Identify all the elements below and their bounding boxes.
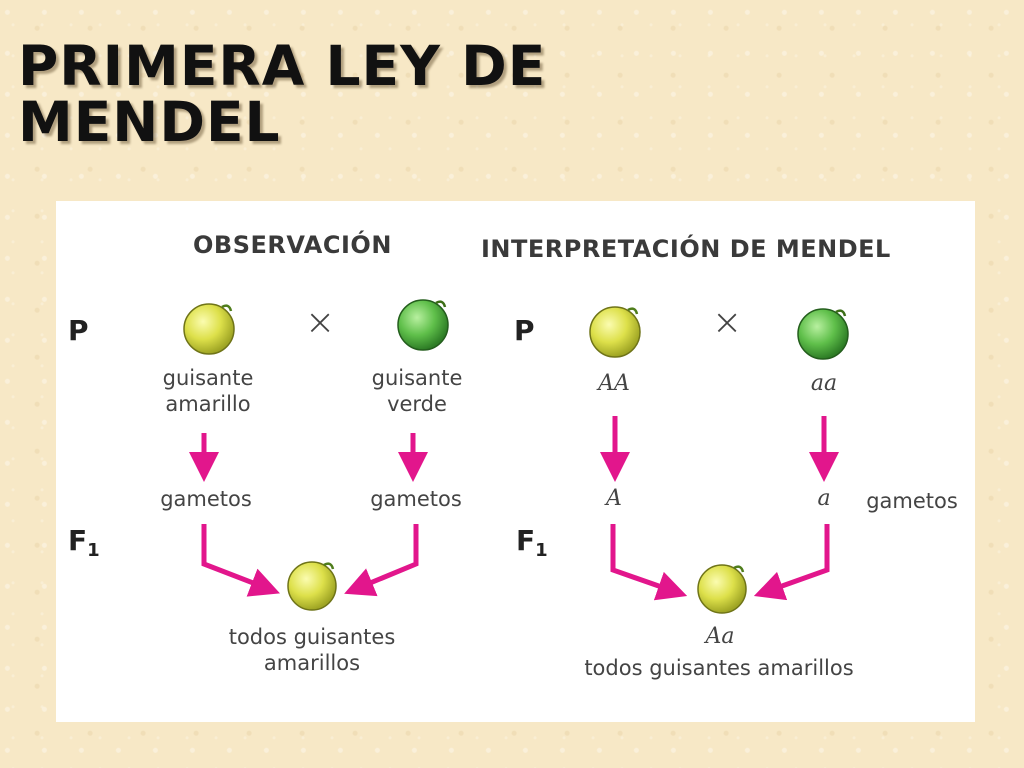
generation-p-left: P xyxy=(68,314,89,347)
pea-yellow-offspring-interpretation xyxy=(697,564,747,614)
cross-symbol-left: × xyxy=(305,302,336,343)
label-gametes-left-yellow: gametos xyxy=(160,487,252,511)
slide-title: PRIMERA LEY DE MENDEL xyxy=(18,38,546,150)
arrow-merge-right-a xyxy=(610,524,688,601)
label-gametes-right: gametos xyxy=(866,489,958,513)
heading-observation: OBSERVACIÓN xyxy=(193,231,392,259)
arrow-merge-right-b xyxy=(753,524,830,601)
heading-interpretation: INTERPRETACIÓN DE MENDEL xyxy=(481,235,891,263)
genotype-aa-yellow: AA xyxy=(598,371,630,396)
generation-p-right: P xyxy=(514,314,535,347)
title-line-1: PRIMERA LEY DE xyxy=(18,34,547,98)
label-offspring-interpretation: todos guisantes amarillos xyxy=(584,656,854,680)
generation-f1-right: F1 xyxy=(516,524,548,561)
label-gametes-left-green: gametos xyxy=(370,487,462,511)
title-line-2: MENDEL xyxy=(18,90,281,154)
pea-yellow-interpretation xyxy=(589,306,641,358)
pea-yellow-observation xyxy=(183,303,235,355)
gamete-recessive: a xyxy=(817,486,831,511)
pea-green-interpretation xyxy=(797,308,849,360)
diagram-graphics xyxy=(183,299,849,614)
arrow-merge-left-a xyxy=(201,524,280,597)
gamete-dominant: A xyxy=(606,486,622,511)
genotype-offspring: Aa xyxy=(705,624,735,649)
pea-green-observation xyxy=(397,299,449,351)
pea-yellow-offspring-observation xyxy=(287,561,337,611)
generation-f1-left: F1 xyxy=(68,524,100,561)
mendel-diagram: OBSERVACIÓN INTERPRETACIÓN DE MENDEL P F… xyxy=(56,201,975,722)
arrow-merge-left-b xyxy=(344,524,419,597)
cross-symbol-right: × xyxy=(712,302,743,343)
genotype-aa-green: aa xyxy=(810,371,838,396)
